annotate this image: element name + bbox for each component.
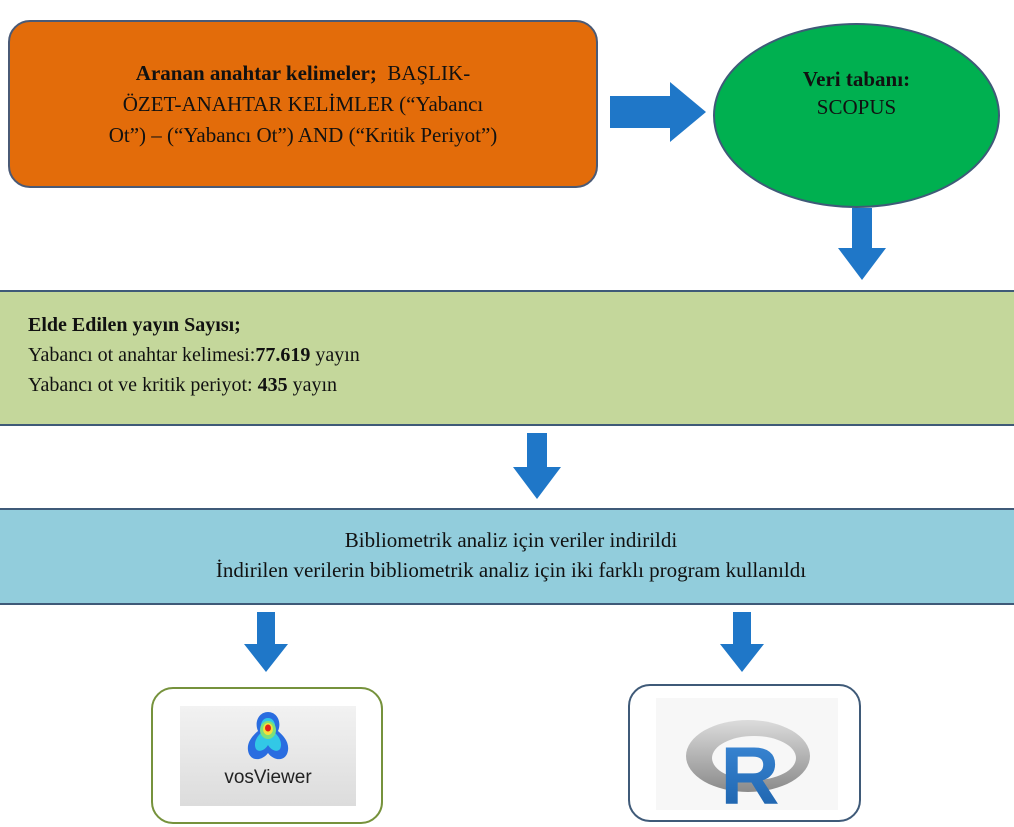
- results-row-critical-period-count: 435: [257, 374, 288, 396]
- download-line-2: İndirilen verilerin bibliometrik analiz …: [215, 557, 807, 582]
- download-line-1: Bibliometrik analiz için veriler indiril…: [344, 527, 678, 552]
- results-row-keyword-label: Yabancı ot anahtar kelimesi:: [28, 344, 256, 366]
- vosviewer-heatmap-icon: [247, 712, 289, 760]
- results-row-critical-period-label: Yabancı ot ve kritik periyot:: [28, 374, 258, 396]
- results-row-keyword-unit: yayın: [310, 344, 360, 366]
- results-row-critical-period: Yabancı ot ve kritik periyot: 435 yayın: [28, 370, 1014, 400]
- search-keywords-heading: Aranan anahtar kelimeler;: [135, 60, 377, 85]
- search-keywords-line-2: ÖZET-ANAHTAR KELİMLER (“Yabancı: [122, 91, 484, 116]
- arrow-right-icon: [610, 82, 706, 142]
- arrow-down-icon: [244, 612, 288, 672]
- r-logo-letter: R: [720, 731, 779, 810]
- results-box: Elde Edilen yayın Sayısı; Yabancı ot ana…: [0, 290, 1014, 426]
- arrow-down-icon: [838, 208, 886, 280]
- r-box: R: [628, 684, 861, 822]
- results-heading: Elde Edilen yayın Sayısı;: [28, 314, 241, 336]
- arrow-down-icon: [513, 433, 561, 499]
- database-ellipse: Veri tabanı: SCOPUS: [713, 23, 1000, 208]
- vosviewer-label: vosViewer: [224, 767, 312, 788]
- results-row-keyword: Yabancı ot anahtar kelimesi:77.619 yayın: [28, 340, 1014, 370]
- results-row-keyword-count: 77.619: [255, 344, 311, 366]
- search-keywords-box: Aranan anahtar kelimeler; BAŞLIK- ÖZET-A…: [8, 20, 598, 188]
- search-keywords-line-1: Aranan anahtar kelimeler; BAŞLIK-: [136, 58, 470, 89]
- results-row-critical-period-unit: yayın: [287, 374, 338, 396]
- arrow-down-icon: [720, 612, 764, 672]
- vosviewer-logo: vosViewer: [180, 706, 356, 806]
- search-keywords-fields-start: BAŞLIK-: [387, 60, 471, 85]
- search-keywords-line-3: Ot”) – (“Yabancı Ot”) AND (“Kritik Periy…: [108, 122, 498, 147]
- database-label: Veri tabanı:: [802, 67, 911, 91]
- vosviewer-box: vosViewer: [151, 687, 383, 824]
- r-logo-icon: R: [656, 698, 838, 810]
- database-value: SCOPUS: [816, 95, 897, 119]
- download-box: Bibliometrik analiz için veriler indiril…: [0, 508, 1014, 605]
